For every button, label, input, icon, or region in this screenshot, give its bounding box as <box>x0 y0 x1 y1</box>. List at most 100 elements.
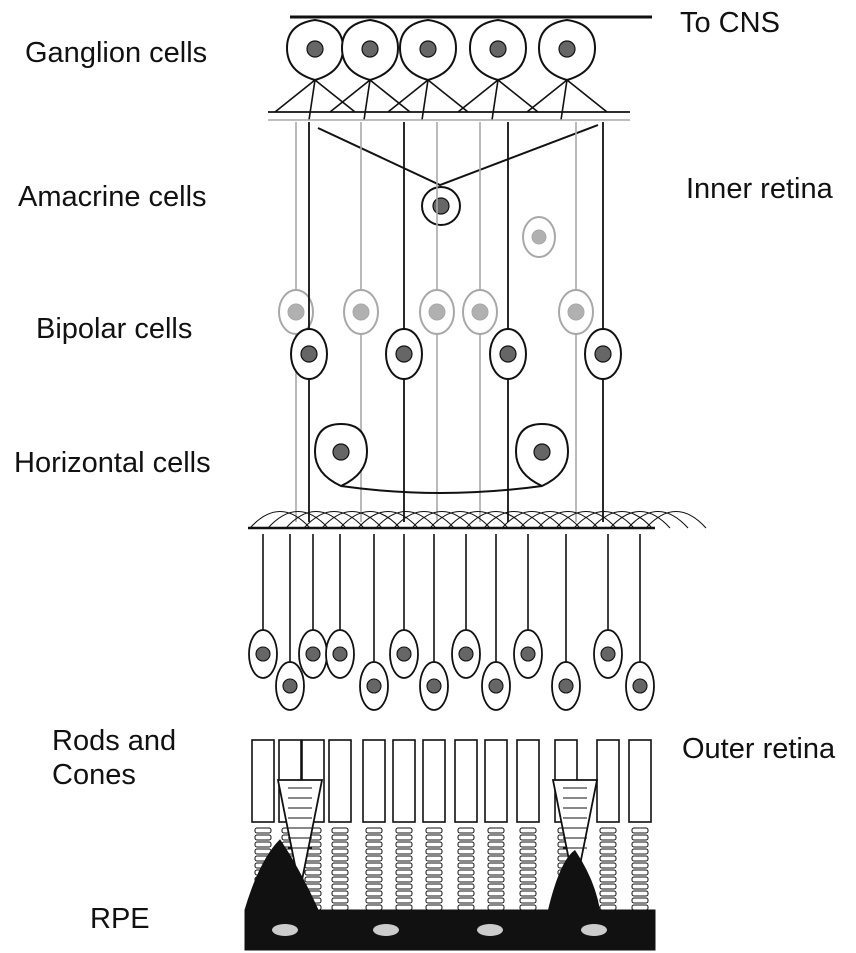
outer-segment-disc <box>458 863 474 868</box>
outer-segment-disc <box>396 905 412 910</box>
synaptic-arc <box>646 512 706 529</box>
outer-segment-disc <box>332 828 348 833</box>
outer-segment-disc <box>426 877 442 882</box>
photoreceptor-inner-segment <box>393 740 415 822</box>
ganglion-dendrites <box>458 80 538 120</box>
outer-segment-disc <box>632 856 648 861</box>
outer-segment-disc <box>332 849 348 854</box>
photoreceptor-nucleus <box>427 679 441 693</box>
outer-segment-disc <box>520 905 536 910</box>
outer-segment-disc <box>520 870 536 875</box>
bipolar-nucleus <box>595 346 611 362</box>
synaptic-arc <box>286 512 346 529</box>
outer-segment-disc <box>426 884 442 889</box>
outer-segment-disc <box>488 828 504 833</box>
label-inner-retina: Inner retina <box>686 172 833 206</box>
photoreceptor-inner-segment <box>329 740 351 822</box>
outer-segment-disc <box>332 863 348 868</box>
outer-segment-disc <box>600 905 616 910</box>
outer-segment-disc <box>600 842 616 847</box>
outer-segment-disc <box>366 856 382 861</box>
ganglion-nucleus <box>307 41 323 57</box>
photoreceptor-inner-segment <box>423 740 445 822</box>
outer-segment-disc <box>600 828 616 833</box>
outer-segment-disc <box>366 905 382 910</box>
outer-segment-disc <box>488 842 504 847</box>
horizontal-nucleus <box>534 444 550 460</box>
outer-segment-disc <box>488 863 504 868</box>
rpe-process <box>548 850 600 910</box>
bipolar-nucleus-faded <box>472 304 488 320</box>
outer-segment-disc <box>458 842 474 847</box>
label-horizontal-cells: Horizontal cells <box>14 446 211 480</box>
outer-segment-disc <box>366 863 382 868</box>
ganglion-dendrites <box>527 80 607 120</box>
outer-segment-disc <box>488 884 504 889</box>
outer-segment-disc <box>396 870 412 875</box>
outer-segment-disc <box>305 863 321 868</box>
bipolar-nucleus <box>500 346 516 362</box>
outer-segment-disc <box>632 877 648 882</box>
outer-segment-disc <box>426 856 442 861</box>
outer-segment-disc <box>488 856 504 861</box>
ganglion-nucleus <box>490 41 506 57</box>
outer-segment-disc <box>600 849 616 854</box>
synaptic-arc <box>448 512 508 529</box>
synaptic-arc <box>520 512 580 529</box>
outer-segment-disc <box>488 870 504 875</box>
synaptic-arc <box>340 512 400 529</box>
outer-segment-disc <box>458 856 474 861</box>
outer-segment-disc <box>305 870 321 875</box>
outer-segment-disc <box>458 828 474 833</box>
bipolar-nucleus-faded <box>568 304 584 320</box>
outer-segment-disc <box>458 905 474 910</box>
photoreceptor-nucleus <box>489 679 503 693</box>
rpe-nucleus <box>581 924 607 936</box>
synaptic-arc <box>502 512 562 529</box>
outer-segment-disc <box>426 849 442 854</box>
outer-segment-disc <box>488 898 504 903</box>
outer-segment-disc <box>305 877 321 882</box>
outer-segment-disc <box>332 842 348 847</box>
amacrine-process <box>318 125 598 185</box>
outer-segment-disc <box>426 905 442 910</box>
photoreceptor-nucleus <box>306 647 320 661</box>
rpe-nucleus <box>373 924 399 936</box>
ganglion-dendrites <box>388 80 468 120</box>
photoreceptor-inner-segment <box>455 740 477 822</box>
outer-segment-disc <box>332 835 348 840</box>
photoreceptor-nucleus <box>559 679 573 693</box>
outer-segment-disc <box>632 891 648 896</box>
label-to-cns: To CNS <box>680 6 780 40</box>
outer-segment-disc <box>426 870 442 875</box>
outer-segment-disc <box>458 898 474 903</box>
outer-segment-disc <box>366 884 382 889</box>
outer-segment-disc <box>458 884 474 889</box>
outer-segment-disc <box>426 842 442 847</box>
outer-segment-disc <box>488 877 504 882</box>
outer-segment-disc <box>332 884 348 889</box>
outer-segment-disc <box>396 891 412 896</box>
outer-segment-disc <box>632 828 648 833</box>
bipolar-nucleus-faded <box>353 304 369 320</box>
outer-plexiform-layer <box>248 512 706 529</box>
outer-segment-disc <box>396 856 412 861</box>
label-ganglion-cells: Ganglion cells <box>25 36 207 70</box>
synaptic-arc <box>574 512 634 529</box>
photoreceptor-nucleus <box>367 679 381 693</box>
outer-segment-disc <box>632 905 648 910</box>
outer-segment-disc <box>255 842 271 847</box>
outer-segment-disc <box>600 835 616 840</box>
outer-segment-disc <box>426 835 442 840</box>
outer-segment-disc <box>255 828 271 833</box>
synaptic-arc <box>556 512 616 529</box>
outer-segment-disc <box>632 835 648 840</box>
outer-segment-disc <box>332 898 348 903</box>
outer-segment-disc <box>520 877 536 882</box>
ganglion-nucleus <box>559 41 575 57</box>
bipolar-nucleus-faded <box>429 304 445 320</box>
photoreceptor-nucleus <box>601 647 615 661</box>
outer-segment-disc <box>458 870 474 875</box>
label-outer-retina: Outer retina <box>682 732 835 766</box>
